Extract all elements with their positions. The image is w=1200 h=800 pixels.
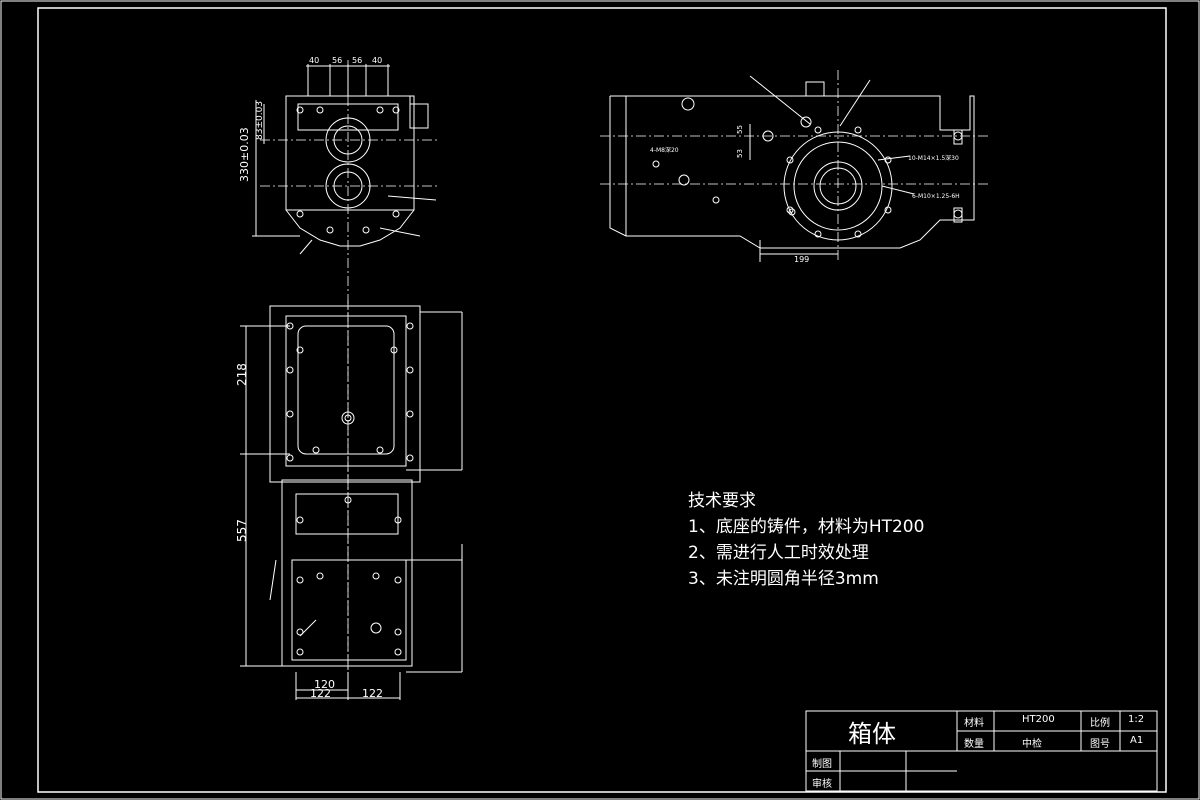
quantity-value: 中检 [1022, 739, 1042, 750]
title-block-grid [805, 710, 1158, 792]
dim-bottom-122b: 122 [362, 687, 383, 700]
dim-top-d: 40 [372, 56, 382, 65]
technical-requirements: 技术要求 1、底座的铸件，材料为HT200 2、需进行人工时效处理 3、未注明圆… [688, 488, 924, 592]
scale-value: 1:2 [1128, 714, 1145, 725]
dim-vert-218: 218 [235, 363, 249, 386]
dim-top-b: 56 [332, 56, 342, 65]
sheet-value: A1 [1130, 735, 1144, 746]
dim-bottom-120: 120 [314, 678, 335, 691]
checked-label: 审核 [812, 779, 832, 790]
scale-label: 比例 [1090, 718, 1110, 729]
dim-vert-557: 557 [235, 519, 249, 542]
material-label: 材料 [964, 718, 984, 729]
dim-top-c: 56 [352, 56, 362, 65]
note-line-3: 3、未注明圆角半径3mm [688, 569, 879, 589]
callout-text-3: 4-M8深20 [650, 146, 679, 154]
side-view [600, 70, 990, 262]
dim-side-55: 55 [736, 125, 744, 134]
note-line-2: 2、需进行人工时效处理 [688, 543, 869, 563]
part-name: 箱体 [848, 720, 896, 748]
inner-frame [37, 7, 1167, 793]
notes-title: 技术要求 [688, 491, 756, 511]
dim-vert-330: 330±0.03 [238, 127, 251, 182]
dim-vert-83: 83±0.03 [255, 101, 265, 140]
dim-side-199: 199 [794, 255, 809, 264]
dim-top-a: 40 [309, 56, 319, 65]
dim-side-53: 53 [736, 149, 744, 158]
quantity-label: 数量 [964, 739, 984, 750]
callout-text-1: 10-M14×1.5深30 [908, 154, 959, 162]
sheet-label: 图号 [1090, 739, 1110, 750]
drawn-label: 制图 [812, 759, 832, 770]
front-view [240, 300, 463, 700]
note-line-1: 1、底座的铸件，材料为HT200 [688, 517, 925, 537]
dim-bottom-122a: 122 [310, 687, 331, 700]
callout-text-2: 6-M10×1.25-6H [912, 193, 960, 200]
material-value: HT200 [1022, 714, 1055, 725]
